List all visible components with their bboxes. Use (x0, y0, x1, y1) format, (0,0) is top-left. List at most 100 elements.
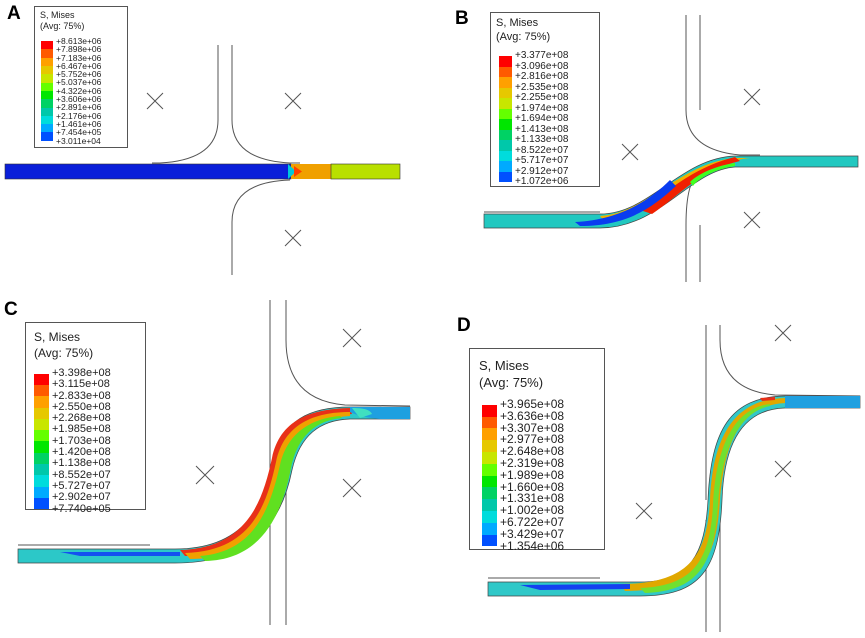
legend-row: +1.413e+08 (499, 124, 568, 141)
legend-value: +8.613e+06 (56, 36, 102, 46)
legend-swatch (499, 66, 512, 78)
legend-swatch (41, 74, 53, 83)
legend-b-title: S, Mises (496, 17, 539, 29)
panel-a-diagram (4, 45, 401, 275)
legend-row: +3.398e+08 (34, 367, 111, 385)
legend-row: +7.740e+05 (34, 502, 111, 515)
legend-row: +1.072e+06 (499, 176, 569, 188)
legend-swatch (499, 150, 512, 162)
legend-c: S, Mises (Avg: 75%) +3.398e+08+3.115e+08… (25, 322, 146, 514)
legend-row: +1.974e+08 (499, 103, 568, 120)
legend-swatch (482, 440, 497, 453)
legend-row: +5.037e+06 (41, 77, 102, 91)
legend-swatch (34, 509, 49, 520)
legend-row: +7.898e+06 (41, 45, 101, 58)
legend-value: +4.322e+06 (56, 85, 102, 96)
legend-row: +7.183e+06 (41, 53, 101, 67)
legend-swatch (482, 499, 497, 512)
legend-row: +8.522e+07 (499, 144, 569, 162)
legend-value: +3.377e+08 (515, 50, 569, 61)
legend-swatch (499, 108, 512, 120)
panel-b-strip-red (640, 157, 740, 214)
legend-value: +3.096e+08 (515, 60, 569, 72)
legend-swatch (41, 99, 53, 108)
legend-row: +3.096e+08 (499, 60, 569, 78)
legend-row: +1.138e+08 (34, 458, 111, 476)
legend-swatch (34, 441, 49, 453)
legend-row: +1.660e+08 (482, 479, 565, 500)
legend-row: +2.268e+08 (34, 412, 111, 431)
legend-row: +3.307e+08 (482, 422, 564, 441)
legend-swatch (482, 463, 497, 476)
legend-swatch (499, 77, 512, 88)
legend-value: +7.454e+05 (56, 127, 102, 138)
legend-value: +2.255e+08 (515, 92, 569, 103)
legend-value: +1.072e+06 (515, 176, 569, 187)
legend-row: +2.255e+08 (499, 92, 569, 109)
legend-row: +3.606e+06 (41, 95, 101, 108)
legend-swatch (34, 396, 49, 408)
legend-value: +2.902e+07 (52, 491, 111, 504)
legend-row: +2.902e+07 (34, 491, 111, 510)
legend-swatch (499, 129, 512, 141)
legend-value: +1.985e+08 (52, 423, 111, 436)
legend-value: +8.522e+07 (515, 144, 569, 156)
legend-value: +3.636e+08 (500, 408, 565, 423)
legend-value: +6.722e+07 (500, 514, 565, 529)
legend-swatch (499, 56, 512, 67)
legend-row: +3.011e+04 (41, 135, 101, 146)
panel-d-strip-orange (620, 398, 786, 591)
legend-d-subtitle: (Avg: 75%) (479, 375, 544, 390)
legend-row: +2.319e+08 (482, 455, 565, 476)
legend-row: +2.535e+08 (499, 81, 569, 99)
legend-row: +5.727e+07 (34, 480, 111, 498)
legend-value: +2.912e+07 (515, 165, 569, 177)
legend-value: +1.133e+08 (515, 134, 569, 145)
legend-swatch (482, 428, 497, 441)
legend-row: +1.694e+08 (499, 113, 569, 130)
legend-value: +8.552e+07 (52, 468, 111, 481)
legend-row: +1.703e+08 (34, 435, 111, 453)
legend-row: +1.461e+06 (41, 120, 101, 133)
legend-d-title: S, Mises (479, 358, 529, 373)
panel-a-strip-yellow (330, 163, 401, 180)
legend-value: +1.694e+08 (515, 113, 569, 124)
legend-row: +3.115e+08 (34, 378, 111, 397)
legend-c-title: S, Mises (34, 330, 81, 344)
legend-value: +7.740e+05 (52, 502, 111, 515)
panel-label-a: A (7, 3, 21, 24)
legend-value: +2.816e+08 (515, 71, 569, 82)
legend-swatch (34, 418, 49, 431)
panel-c-strip-cyan-end (352, 408, 372, 418)
legend-row: +3.377e+08 (499, 50, 569, 67)
legend-b-scale: +3.377e+08+3.096e+08+2.816e+08+2.535e+08… (499, 50, 569, 188)
legend-row: +7.454e+05 (41, 127, 102, 141)
legend-swatch (34, 407, 49, 419)
legend-c-scale: +3.398e+08+3.115e+08+2.833e+08+2.550e+08… (34, 367, 111, 515)
panel-a-strip-blue (4, 163, 292, 180)
legend-b: S, Mises (Avg: 75%) +3.377e+08+3.096e+08… (490, 12, 600, 187)
legend-value: +3.115e+08 (52, 378, 110, 391)
legend-a: S, Mises (Avg: 75%) +8.613e+06+7.898e+06… (34, 6, 128, 148)
legend-value: +3.011e+04 (56, 135, 101, 146)
panel-b-strip-green (690, 163, 735, 186)
legend-value: +1.660e+08 (500, 479, 565, 494)
legend-swatch (482, 475, 497, 488)
legend-value: +2.535e+08 (515, 81, 569, 93)
legend-value: +1.002e+08 (500, 503, 565, 518)
legend-value: +2.319e+08 (500, 455, 565, 470)
panel-d-cross-marks (635, 324, 792, 520)
legend-value: +5.037e+06 (56, 77, 102, 88)
panel-a-lower-die (231, 179, 291, 275)
legend-d: S, Mises (Avg: 75%) +3.965e+08+3.636e+08… (469, 348, 605, 552)
panel-d-upper-die (705, 325, 861, 500)
panel-d-strip-tip (785, 396, 860, 408)
legend-swatch (41, 41, 53, 50)
legend-swatch (499, 98, 512, 109)
legend-swatch (34, 475, 49, 487)
legend-d-scale: +3.965e+08+3.636e+08+3.307e+08+2.977e+08… (482, 398, 565, 552)
legend-row: +8.552e+07 (34, 468, 111, 487)
legend-b-subtitle: (Avg: 75%) (496, 31, 551, 43)
legend-swatch (499, 182, 512, 193)
panel-b-cross-marks (621, 88, 761, 229)
